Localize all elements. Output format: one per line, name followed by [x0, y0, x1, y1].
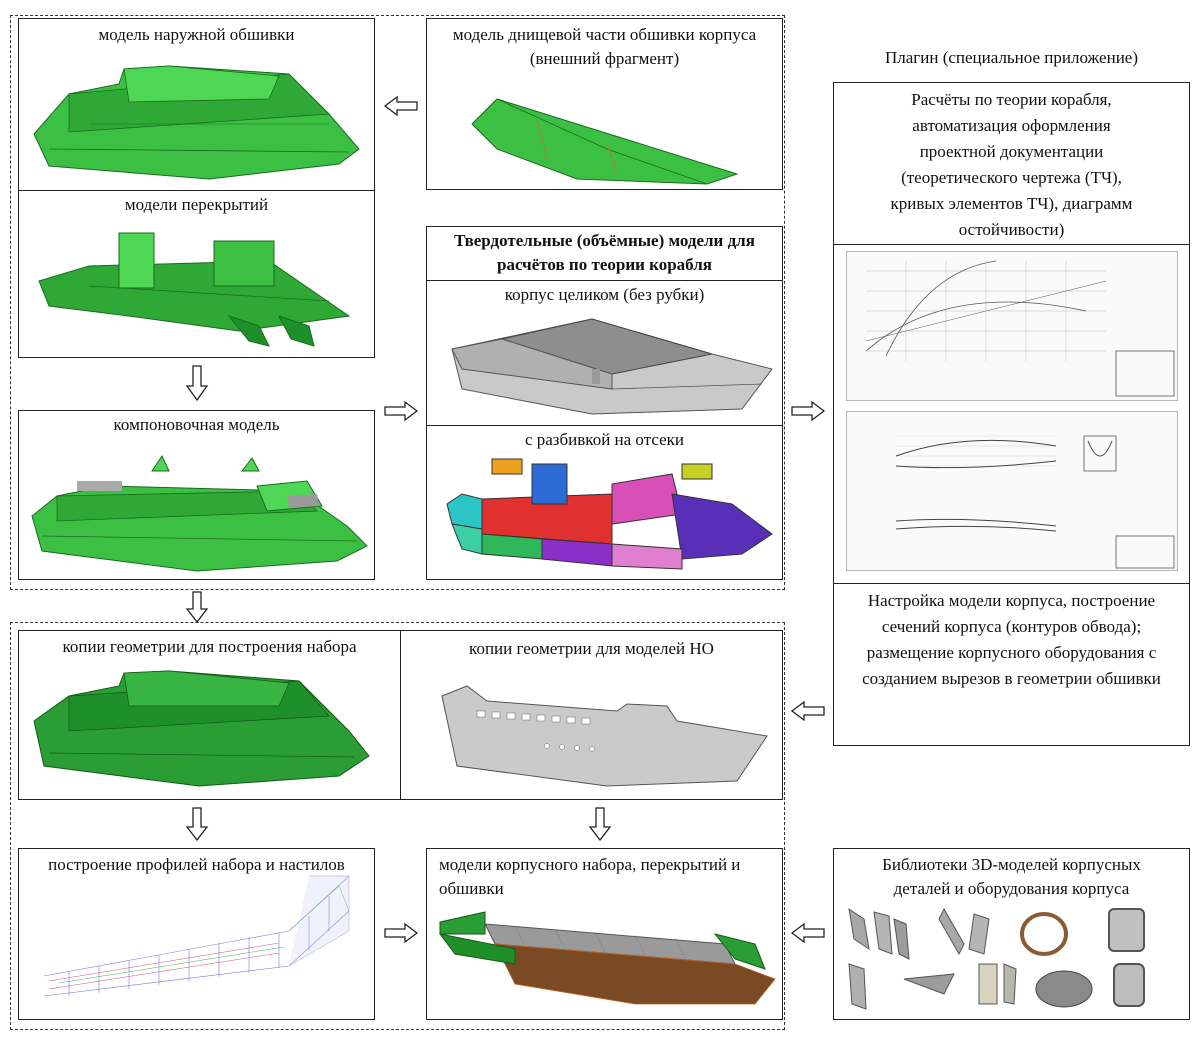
outer-skin-ship-image — [33, 65, 360, 180]
plugin-divider-1 — [834, 244, 1189, 245]
arrow-down-group — [185, 591, 209, 624]
hull-models-label: модели корпусного набора, перекрытий и о… — [439, 855, 741, 898]
box-profiles: построение профилей набора и настилов — [18, 848, 375, 1020]
copies-frame-label: копии геометрии для построения набора — [62, 637, 357, 656]
arrow-right-profiles — [384, 922, 419, 944]
hull-whole-image — [451, 318, 773, 415]
plugin-title: Плагин (специальное приложение) — [884, 48, 1139, 67]
arrow-left-setup — [790, 700, 825, 722]
group-top-dashed — [10, 15, 785, 590]
arrow-right-layout — [384, 400, 419, 422]
plugin-divider-2 — [834, 583, 1189, 584]
copies-frame-ship-image — [33, 670, 370, 787]
box-decks: модели перекрытий — [18, 190, 375, 358]
box-hull-whole: корпус целиком (без рубки) — [426, 280, 783, 426]
compartments-label: с разбивкой на отсеки — [524, 430, 685, 449]
bottom-skin-label: модель днищевой части обшивки корпуса (в… — [452, 25, 757, 68]
decks-ship-image — [38, 232, 351, 347]
box-compartments: с разбивкой на отсеки — [426, 425, 783, 580]
arrow-right-plugin — [791, 400, 826, 422]
compartments-image — [446, 458, 773, 570]
arrow-down-decks — [185, 365, 209, 402]
hull-whole-label: корпус целиком (без рубки) — [504, 285, 705, 304]
plugin-setup-label: Настройка модели корпуса, построение сеч… — [862, 591, 1161, 688]
copies-ho-ship-image — [441, 685, 768, 787]
arrow-left-libraries — [790, 922, 825, 944]
box-libraries: Библиотеки 3D-моделей корпусных деталей … — [833, 848, 1190, 1020]
box-plugin: Расчёты по теории корабля, автоматизация… — [833, 82, 1190, 746]
decks-label: модели перекрытий — [124, 195, 269, 214]
lines-plan-image — [846, 411, 1178, 571]
libraries-parts-image — [848, 907, 1145, 1010]
outer-skin-label: модель наружной обшивки — [98, 25, 295, 44]
box-copies: копии геометрии для построения набора ко… — [18, 630, 783, 800]
profiles-image — [43, 875, 350, 997]
copies-ho-label: копии геометрии для моделей НО — [469, 639, 714, 658]
plugin-calc-label: Расчёты по теории корабля, автоматизация… — [890, 90, 1133, 239]
arrow-left-top — [383, 95, 418, 117]
layout-model-label: компоновочная модель — [113, 415, 280, 434]
box-layout-model: компоновочная модель — [18, 410, 375, 580]
bottom-skin-image — [471, 98, 739, 185]
hull-models-image — [438, 911, 776, 1005]
arrow-down-copies-frame — [185, 807, 209, 842]
layout-ship-image — [31, 454, 368, 572]
solid-header-label: Твердотельные (объёмные) модели для расч… — [454, 231, 755, 274]
libraries-label: Библиотеки 3D-моделей корпусных деталей … — [882, 855, 1141, 898]
group-bottom-dashed — [10, 622, 785, 1030]
stability-drawing-image — [846, 251, 1178, 401]
arrow-down-copies-ho — [588, 807, 612, 842]
profiles-label: построение профилей набора и настилов — [48, 855, 345, 874]
box-solid-header: Твердотельные (объёмные) модели для расч… — [426, 226, 783, 281]
box-bottom-skin: модель днищевой части обшивки корпуса (в… — [426, 18, 783, 190]
copies-divider — [400, 631, 401, 799]
box-hull-models: модели корпусного набора, перекрытий и о… — [426, 848, 783, 1020]
box-outer-skin: модель наружной обшивки — [18, 18, 375, 190]
